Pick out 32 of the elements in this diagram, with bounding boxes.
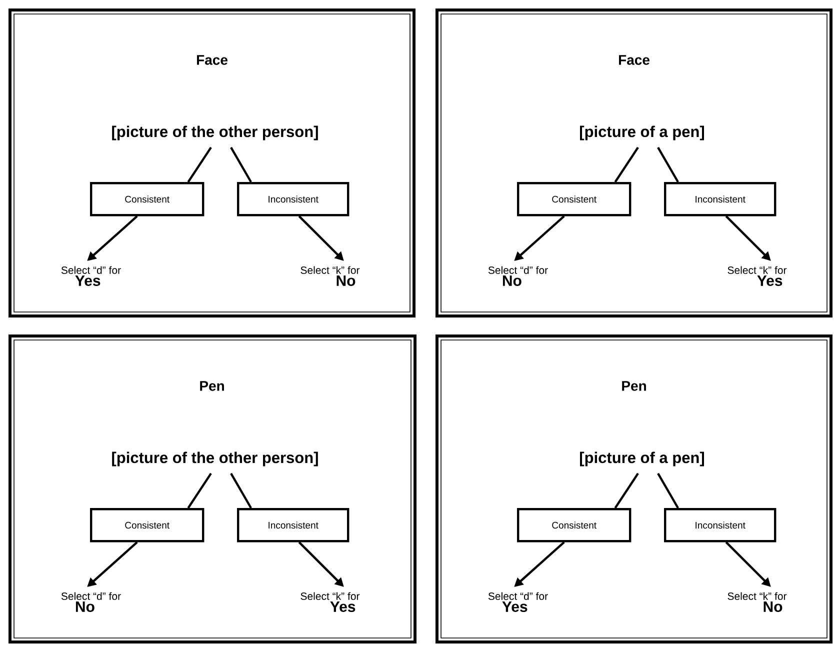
instruction-text: Select “d” for No	[61, 592, 121, 612]
placeholder-text: [picture of a pen]	[580, 126, 704, 140]
instruction-text: Select “k” for No	[728, 592, 787, 612]
label-box: Inconsistent	[237, 508, 350, 542]
connector-line	[230, 472, 252, 509]
instruction-text: Select “d” for No	[488, 266, 548, 286]
placeholder-text: [picture of the other person]	[112, 452, 318, 466]
connector-line	[657, 472, 679, 509]
placeholder-text: [picture of a pen]	[580, 452, 704, 466]
connector-line	[614, 146, 639, 183]
connector-line	[657, 146, 679, 183]
label-box: Inconsistent	[237, 182, 350, 216]
instruction-text: Select “k” for No	[300, 266, 360, 286]
label-box: Consistent	[90, 508, 204, 542]
label-box: Consistent	[517, 182, 632, 216]
connector-line	[230, 146, 252, 183]
placeholder-text: [picture of the other person]	[112, 126, 318, 140]
panel-title: Face	[619, 55, 650, 65]
label-box: Inconsistent	[664, 508, 776, 542]
instruction-text: Select “d” for Yes	[488, 592, 548, 612]
label-box: Inconsistent	[664, 182, 776, 216]
label-box: Consistent	[517, 508, 632, 542]
panel-title: Pen	[200, 381, 224, 391]
instruction-text: Select “k” for Yes	[300, 592, 360, 612]
instruction-text: Select “k” for Yes	[728, 266, 787, 286]
instruction-text: Select “d” for Yes	[61, 266, 121, 286]
connector-line	[187, 472, 212, 509]
label-box: Consistent	[90, 182, 204, 216]
panel-title: Pen	[622, 381, 646, 391]
connector-line	[187, 146, 212, 183]
panel-title: Face	[197, 55, 228, 65]
connector-line	[614, 472, 639, 509]
